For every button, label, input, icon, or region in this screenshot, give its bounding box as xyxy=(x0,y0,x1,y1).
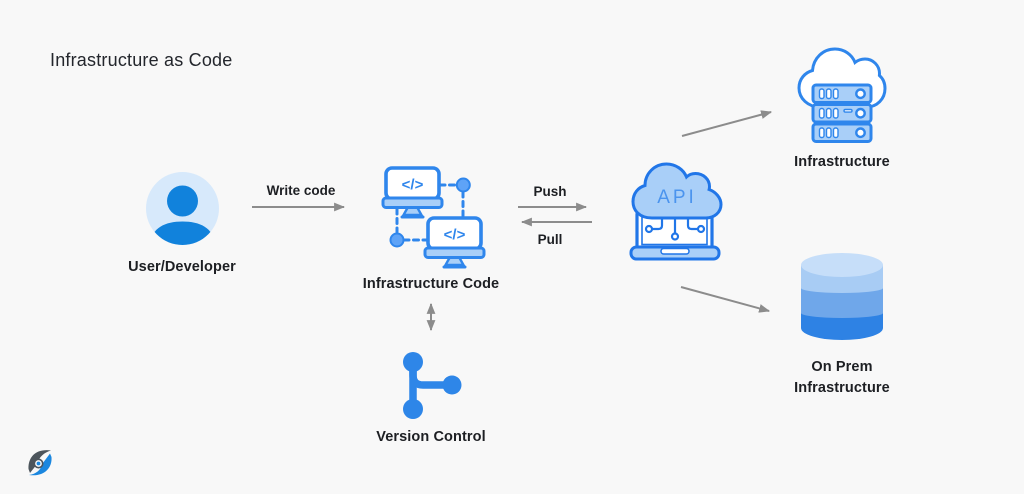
logo-gray-swoosh xyxy=(28,450,51,473)
user-avatar-icon xyxy=(146,172,219,245)
avatar-head xyxy=(167,185,198,217)
api-to-onprem-arrow xyxy=(680,286,771,313)
code-monitors-icon: </> </> xyxy=(381,166,486,269)
code-monitor-2: </> xyxy=(423,216,486,269)
circuit-traces xyxy=(644,218,706,241)
database-icon xyxy=(801,253,883,340)
api-to-infrastructure-arrow xyxy=(681,110,773,137)
connector-node-bottom-left xyxy=(389,232,405,248)
infrastructure-code-label: Infrastructure Code xyxy=(362,276,500,292)
avatar-body xyxy=(150,221,215,245)
db-top-ellipse xyxy=(801,253,883,277)
code-glyph: </> xyxy=(402,177,424,194)
version-control-label: Version Control xyxy=(376,429,486,445)
server-rack xyxy=(811,83,873,143)
write-code-label: Write code xyxy=(266,183,336,198)
cloud-servers-icon xyxy=(797,47,887,143)
laptop-base-notch xyxy=(660,247,690,255)
user-developer-label: User/Developer xyxy=(128,259,236,275)
code-glyph: </> xyxy=(444,227,466,244)
server-leds xyxy=(855,88,866,139)
onprem-label-line2: Infrastructure xyxy=(794,380,890,396)
pull-label: Pull xyxy=(537,232,563,247)
onprem-label-line1: On Prem xyxy=(811,359,873,375)
logo-blue-swoosh xyxy=(29,453,52,476)
git-node-branch xyxy=(442,375,462,395)
git-branch xyxy=(409,370,444,389)
push-label: Push xyxy=(533,184,567,199)
page-title: Infrastructure as Code xyxy=(50,50,233,70)
server-slots xyxy=(818,88,853,139)
git-node-top xyxy=(403,352,423,372)
monitor-connector-dashes xyxy=(395,183,465,242)
logo-dot xyxy=(36,461,41,466)
brand-logo xyxy=(28,450,52,476)
infrastructure-label: Infrastructure xyxy=(794,154,890,170)
git-branch-icon xyxy=(403,352,462,419)
api-label: API xyxy=(657,187,697,208)
onprem-infrastructure-label: On Prem Infrastructure xyxy=(742,357,942,399)
code-monitor-1: </> xyxy=(381,166,444,219)
api-cloud-laptop-icon: API xyxy=(629,162,723,261)
api-cloud-shape xyxy=(631,162,723,220)
connector-node-top-right xyxy=(455,177,471,193)
git-node-bottom xyxy=(403,399,423,419)
